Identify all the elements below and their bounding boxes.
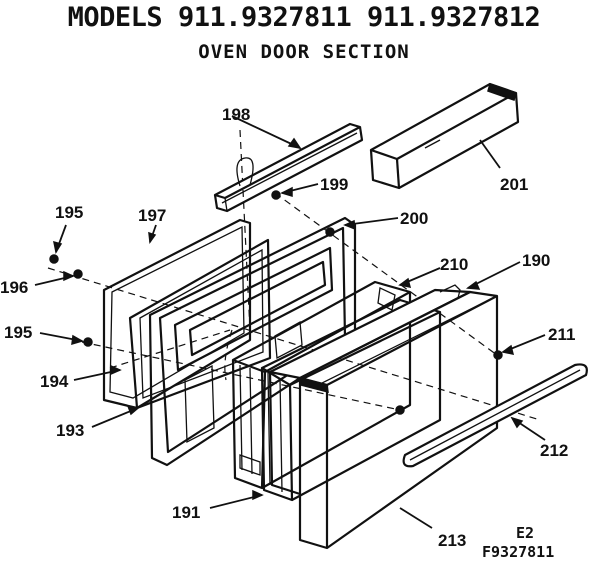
- diagram-subtitle: OVEN DOOR SECTION: [198, 41, 410, 63]
- callout-195-upper: 195: [55, 203, 83, 222]
- callout-196: 196: [0, 278, 28, 297]
- callout-labels: 198 199 201 195 197 200 210 190 196 195 …: [0, 105, 575, 550]
- callout-191: 191: [172, 503, 200, 522]
- part-200-screw: [325, 227, 335, 237]
- part-197-window-frame: [102, 218, 252, 410]
- part-212-door-handle: [402, 363, 588, 468]
- part-198-vent-bar: [213, 122, 364, 213]
- part-191-door-box: [260, 298, 442, 502]
- drawing-code-number: F9327811: [482, 543, 554, 561]
- part-213-outer-door-panel: [268, 284, 499, 550]
- callout-199: 199: [320, 175, 348, 194]
- fasteners: [49, 227, 503, 415]
- diagram-title: MODELS 911.9327811 911.9327812: [67, 2, 541, 33]
- callout-212: 212: [540, 441, 568, 460]
- callout-197: 197: [138, 206, 166, 225]
- part-195-screw-upper: [49, 254, 59, 264]
- part-211-screw-upper: [493, 350, 503, 360]
- callout-201: 201: [500, 175, 528, 194]
- callout-193: 193: [56, 421, 84, 440]
- callout-213: 213: [438, 531, 466, 550]
- leader-lines: [34, 115, 546, 529]
- part-211-screw-lower: [395, 405, 405, 415]
- callout-198: 198: [222, 105, 250, 124]
- part-193-door-liner: [128, 238, 272, 410]
- part-201-handle-trim: [369, 82, 520, 190]
- drawing-code-revision: E2: [516, 524, 534, 542]
- callout-200: 200: [400, 209, 428, 228]
- callout-210: 210: [440, 255, 468, 274]
- alignment-lines: [47, 129, 541, 421]
- callout-195-lower: 195: [4, 323, 32, 342]
- part-196-screw: [73, 269, 83, 279]
- callout-194: 194: [40, 372, 69, 391]
- part-199-screw: [271, 190, 281, 200]
- part-195-screw-lower: [83, 337, 93, 347]
- callout-211: 211: [548, 325, 575, 344]
- callout-190: 190: [522, 251, 550, 270]
